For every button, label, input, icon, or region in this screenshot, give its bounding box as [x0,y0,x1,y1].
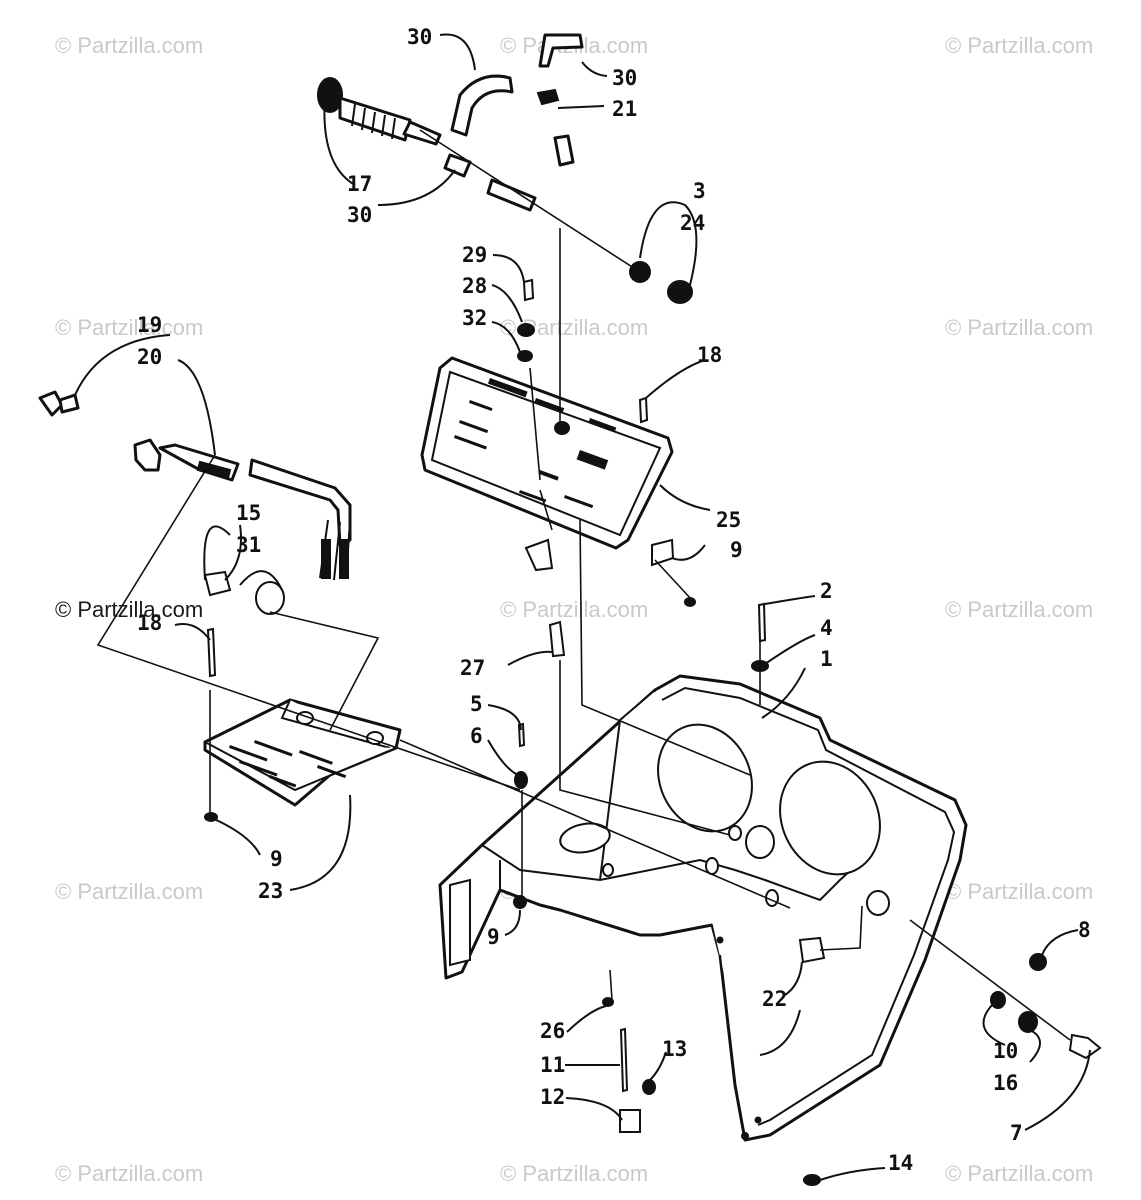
watermark: © Partzilla.com [500,597,648,622]
watermark: © Partzilla.com [945,879,1093,904]
watermark: © Partzilla.com [945,597,1093,622]
callout-label: 13 [662,1037,687,1061]
callout-label: 27 [460,656,485,680]
leader-lines [74,33,1091,1181]
callout-label: 31 [236,533,261,557]
callout-label: 30 [407,25,432,49]
callout-label: 17 [347,172,372,196]
callout-label: 21 [612,97,637,121]
callouts: 30 30 21 17 30 3 24 29 28 32 18 25 9 19 … [137,25,1091,1175]
callout-label: 9 [270,847,283,871]
callout-label: 2 [820,579,833,603]
watermark: © Partzilla.com [55,33,203,58]
callout-label: 23 [258,879,283,903]
watermark-layer: © Partzilla.com © Partzilla.com © Partzi… [55,33,1093,1186]
watermark: © Partzilla.com [55,315,203,340]
callout-label: 22 [762,987,787,1011]
callout-label: 9 [487,925,500,949]
ignition-switch [38,390,352,581]
callout-label: 1 [820,647,833,671]
callout-label: 18 [137,611,162,635]
callout-label: 25 [716,508,741,532]
choke-assembly [317,33,584,212]
callout-label: 29 [462,243,487,267]
watermark: © Partzilla.com [500,1161,648,1186]
callout-label: 8 [1078,918,1091,942]
callout-label: 3 [693,179,706,203]
watermark: © Partzilla.com [945,315,1093,340]
callout-label: 6 [470,724,483,748]
callout-label: 16 [993,1071,1018,1095]
callout-label: 12 [540,1085,565,1109]
callout-label: 10 [993,1039,1018,1063]
callout-label: 19 [137,313,162,337]
instrument-panel-decal [420,356,674,550]
watermark: © Partzilla.com [945,33,1093,58]
callout-label: 30 [347,203,372,227]
assembly-lines [96,129,1071,1041]
callout-label: 5 [470,692,483,716]
callout-label: 28 [462,274,487,298]
callout-label: 26 [540,1019,565,1043]
watermark: © Partzilla.com [55,1161,203,1186]
watermark: © Partzilla.com [55,879,203,904]
callout-label: 11 [540,1053,565,1077]
callout-label: 9 [730,538,743,562]
callout-label: 18 [697,343,722,367]
callout-label: 15 [236,501,261,525]
callout-label: 4 [820,616,833,640]
callout-label: 20 [137,345,162,369]
watermark: © Partzilla.com [55,597,203,622]
callout-label: 24 [680,211,705,235]
callout-label: 32 [462,306,487,330]
console-housing [438,674,968,1142]
callout-label: 7 [1010,1121,1023,1145]
callout-label: 14 [888,1151,913,1175]
watermark: © Partzilla.com [945,1161,1093,1186]
callout-label: 30 [612,66,637,90]
